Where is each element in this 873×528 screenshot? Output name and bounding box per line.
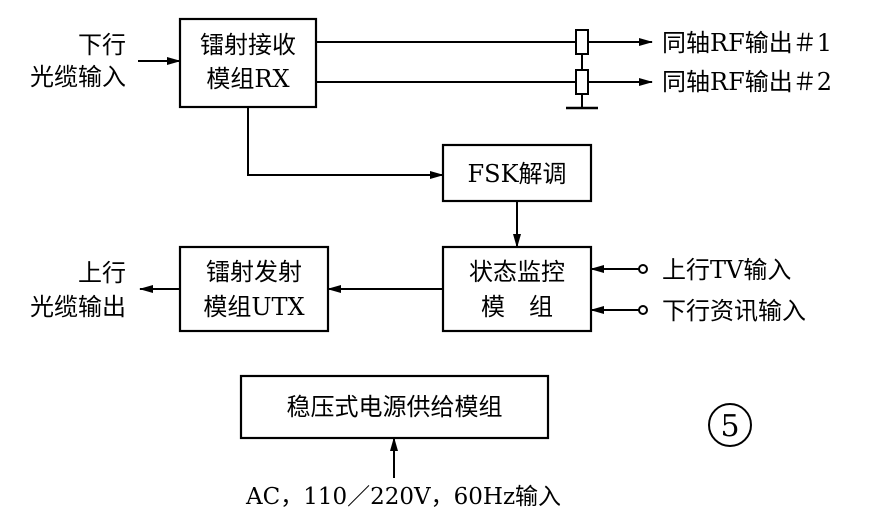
tx-module-label-2: 模组UTX bbox=[203, 293, 305, 321]
tx-module-label-1: 镭射发射 bbox=[206, 258, 302, 286]
upstream-output-label-1: 上行 bbox=[78, 259, 126, 287]
rx-module-label-1: 镭射接收 bbox=[200, 31, 296, 59]
downstream-info-input-label: 下行资讯输入 bbox=[662, 297, 806, 325]
downstream-input-label-2: 光缆输入 bbox=[30, 63, 126, 91]
monitor-label-1: 状态监控 bbox=[469, 258, 565, 286]
resistor-2 bbox=[575, 69, 589, 95]
power-module-label: 稳压式电源供给模组 bbox=[286, 393, 503, 421]
fsk-label: FSK解调 bbox=[467, 160, 567, 188]
downstream-input-label-1: 下行 bbox=[78, 31, 126, 59]
rf-output-2-label: 同轴RF输出＃2 bbox=[662, 68, 832, 96]
rx-to-fsk-line bbox=[247, 107, 444, 179]
tv-input-terminal bbox=[638, 264, 648, 274]
figure-number-badge: 5 bbox=[708, 403, 752, 447]
resistor-1 bbox=[575, 29, 589, 55]
monitor-label-2: 模 组 bbox=[481, 293, 553, 321]
rx-module-label-2: 模组RX bbox=[206, 65, 290, 93]
power-input-label: AC，110／220V，60Hz输入 bbox=[246, 484, 562, 510]
rf-output-1-label: 同轴RF输出＃1 bbox=[662, 29, 832, 57]
upstream-output-label-2: 光缆输出 bbox=[30, 293, 126, 321]
upstream-tv-input-label: 上行TV输入 bbox=[662, 256, 792, 284]
info-input-terminal bbox=[638, 305, 648, 315]
